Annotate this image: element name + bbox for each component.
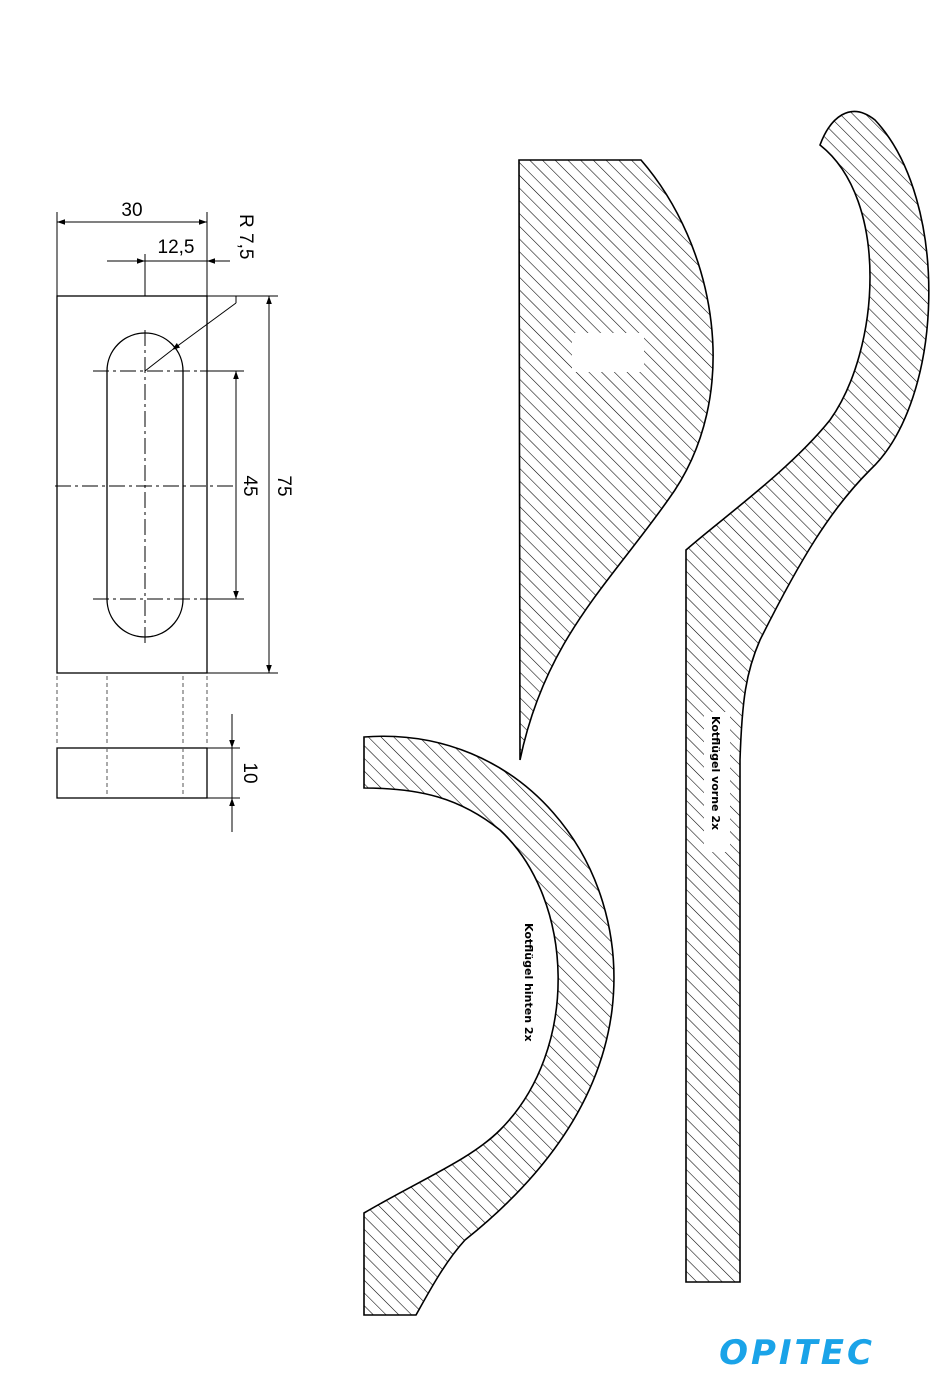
front-fender-part: Kotflügel vorne 2x bbox=[686, 111, 929, 1282]
dimension-thickness-label: 10 bbox=[239, 762, 260, 783]
panel-cutout bbox=[572, 333, 644, 372]
dimension-offset-label: 12,5 bbox=[158, 237, 195, 258]
dimension-slot-length: 45 bbox=[200, 371, 260, 599]
dimension-width-label: 30 bbox=[121, 200, 142, 221]
dimension-height-label: 75 bbox=[273, 475, 294, 496]
fender-panel-top bbox=[519, 160, 713, 760]
front-fender-label: Kotflügel vorne 2x bbox=[709, 716, 722, 830]
projection-lines bbox=[57, 676, 207, 745]
rear-fender-part: Kotflügel hinten 2x bbox=[364, 736, 614, 1315]
block-side-view bbox=[57, 748, 207, 798]
dimension-radius-label: R 7,5 bbox=[235, 214, 256, 259]
dimension-slot-length-label: 45 bbox=[239, 475, 260, 496]
dimension-thickness: 10 bbox=[207, 714, 260, 832]
block-top-view bbox=[55, 296, 233, 673]
dimension-offset: 12,5 bbox=[107, 237, 230, 296]
rear-fender-label: Kotflügel hinten 2x bbox=[522, 923, 535, 1042]
brand-logo: OPITEC bbox=[719, 1333, 875, 1373]
opitec-logo-text: OPITEC bbox=[719, 1333, 875, 1373]
